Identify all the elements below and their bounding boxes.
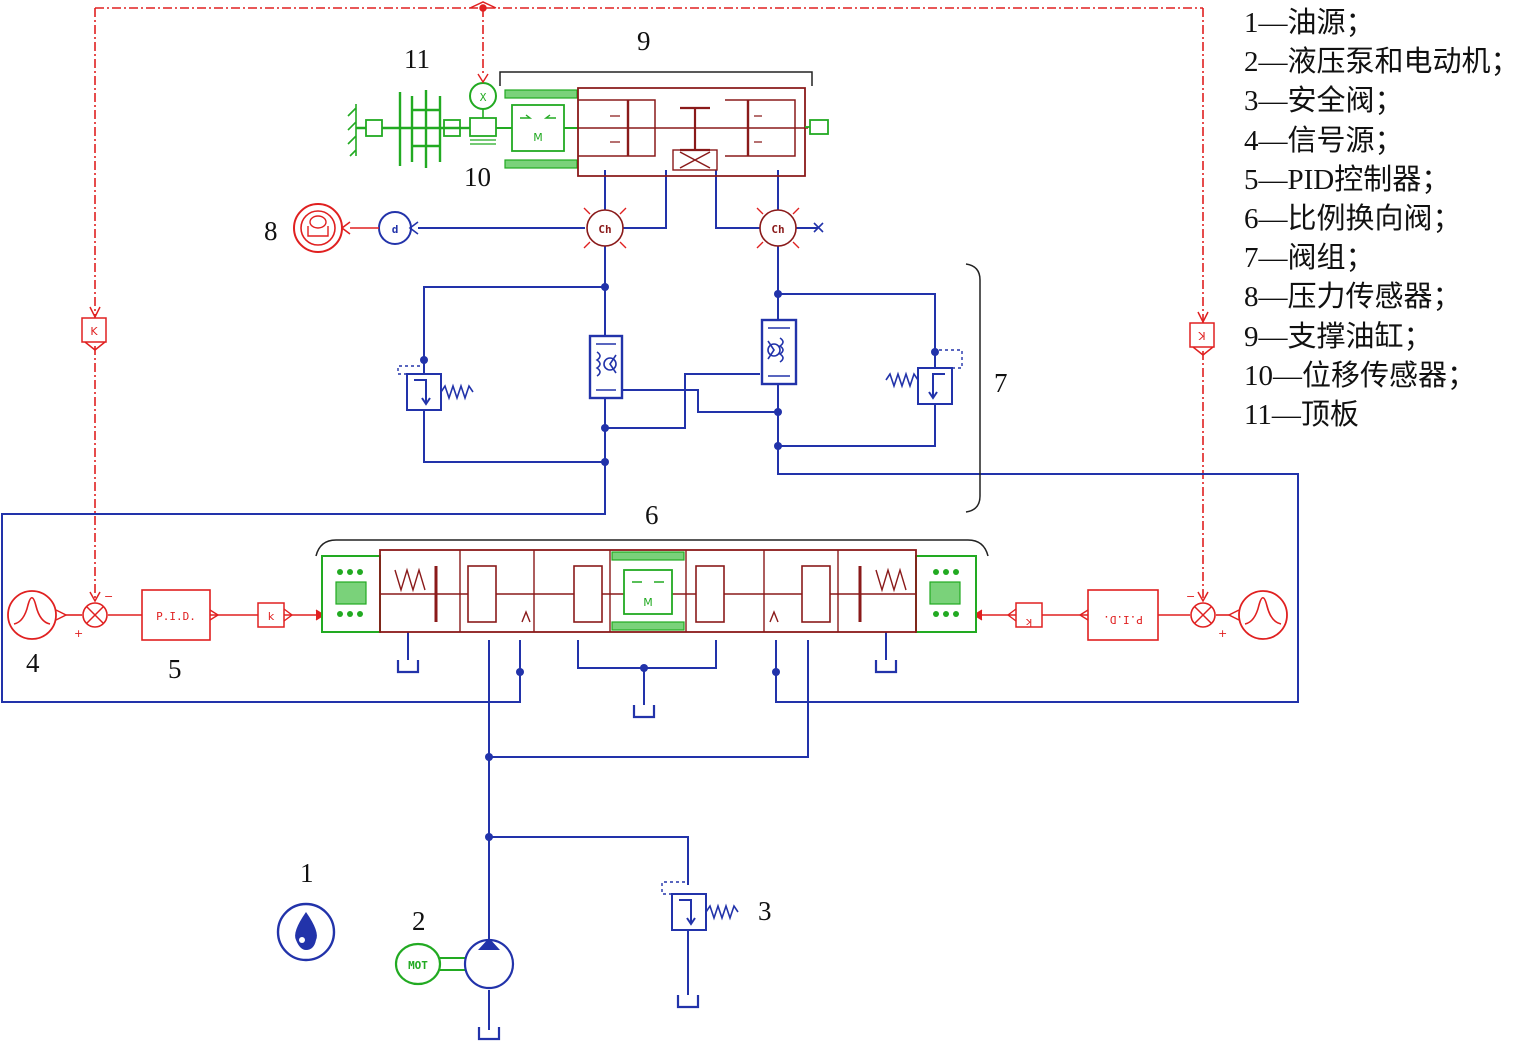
- pilot-check-valve-right: Ch: [756, 207, 824, 249]
- check-label-right: Ch: [771, 223, 784, 236]
- feedback-signal-lines: [94, 7, 1204, 600]
- plus-sign-right: +: [1218, 627, 1227, 640]
- relief-valve-left: [397, 365, 474, 411]
- callout-10: 10: [464, 162, 491, 192]
- sensor-d-label: d: [392, 223, 399, 236]
- legend-item: 9—支撑油缸；: [1244, 320, 1433, 353]
- legend-item: 8—压力传感器；: [1244, 281, 1462, 314]
- motor-label: MOT: [408, 959, 428, 972]
- cylinder-mass-label: M: [533, 131, 543, 144]
- gain-block-left: k: [257, 602, 326, 628]
- displacement-sensor: X: [469, 73, 512, 145]
- top-plate: [347, 90, 470, 168]
- callout-3: 3: [758, 896, 772, 926]
- callout-1: 1: [300, 858, 314, 888]
- pilot-check-valve-left: Ch: [583, 207, 627, 249]
- tank-icons: [396, 660, 898, 1041]
- callout-4: 4: [26, 648, 40, 678]
- displacement-label: X: [480, 91, 487, 104]
- callout-2: 2: [412, 906, 426, 936]
- check-label-left: Ch: [598, 223, 611, 236]
- hydraulic-lines: [1, 170, 1299, 1030]
- junction-dots: [420, 283, 939, 841]
- oil-source-icon: [276, 902, 336, 962]
- valve-group-bracket: [965, 263, 981, 513]
- pid-controller-left: P.I.D.: [141, 589, 220, 641]
- summing-junction-left: + −: [74, 590, 113, 640]
- check-valve-left: [588, 334, 624, 400]
- gain-right-label: k: [1025, 616, 1032, 629]
- callout-5: 5: [168, 654, 182, 684]
- pressure-signal-arrow: [340, 221, 351, 235]
- legend-item: 10—位移传感器；: [1244, 359, 1477, 392]
- proportional-directional-valve: M: [315, 539, 989, 633]
- feedback-gain-left: K: [81, 317, 107, 351]
- safety-relief-valve: [661, 881, 739, 931]
- legend-item: 4—信号源；: [1244, 124, 1404, 157]
- relief-valve-right: [885, 349, 963, 405]
- feedback-gain-right: K: [1189, 322, 1215, 356]
- callout-7: 7: [994, 368, 1008, 398]
- signal-source-right: [1227, 590, 1288, 640]
- feedback-gain-right-label: K: [1198, 329, 1206, 342]
- signal-splitter: [89, 1, 1209, 603]
- minus-sign-left: −: [104, 590, 113, 603]
- callout-9: 9: [637, 26, 651, 56]
- callout-6: 6: [645, 500, 659, 530]
- pressure-sensor-icon: [293, 203, 343, 253]
- gain-block-right: k: [972, 602, 1043, 629]
- pump-and-motor: MOT: [394, 938, 515, 990]
- signal-source-left: [7, 590, 68, 640]
- sensor-d: d: [378, 211, 419, 245]
- legend-item: 7—阀组；: [1244, 242, 1375, 275]
- callout-8: 8: [264, 216, 278, 246]
- pid-left-label: P.I.D.: [156, 610, 196, 623]
- feedback-gain-left-label: K: [90, 325, 98, 338]
- legend-item: 2—液压泵和电动机；: [1244, 46, 1520, 79]
- component-legend: 1—油源； 2—液压泵和电动机； 3—安全阀； 4—信号源； 5—PID控制器；…: [1244, 4, 1520, 435]
- legend-item: 11—顶板: [1244, 399, 1359, 432]
- support-cylinder: M: [499, 71, 829, 177]
- legend-item: 3—安全阀；: [1244, 85, 1404, 118]
- pid-controller-right: P.I.D.: [1078, 589, 1159, 641]
- callout-11: 11: [404, 44, 430, 74]
- summing-junction-right: + −: [1186, 590, 1227, 640]
- minus-sign-right: −: [1186, 590, 1195, 603]
- gain-left-label: k: [268, 610, 275, 623]
- check-valve-right: [760, 318, 798, 386]
- legend-item: 1—油源；: [1244, 7, 1375, 39]
- plus-sign-left: +: [74, 627, 83, 640]
- valve-mass-label: M: [643, 596, 653, 609]
- legend-item: 6—比例换向阀；: [1244, 203, 1462, 236]
- legend-item: 5—PID控制器；: [1244, 163, 1451, 196]
- pid-right-label: P.I.D.: [1103, 613, 1143, 626]
